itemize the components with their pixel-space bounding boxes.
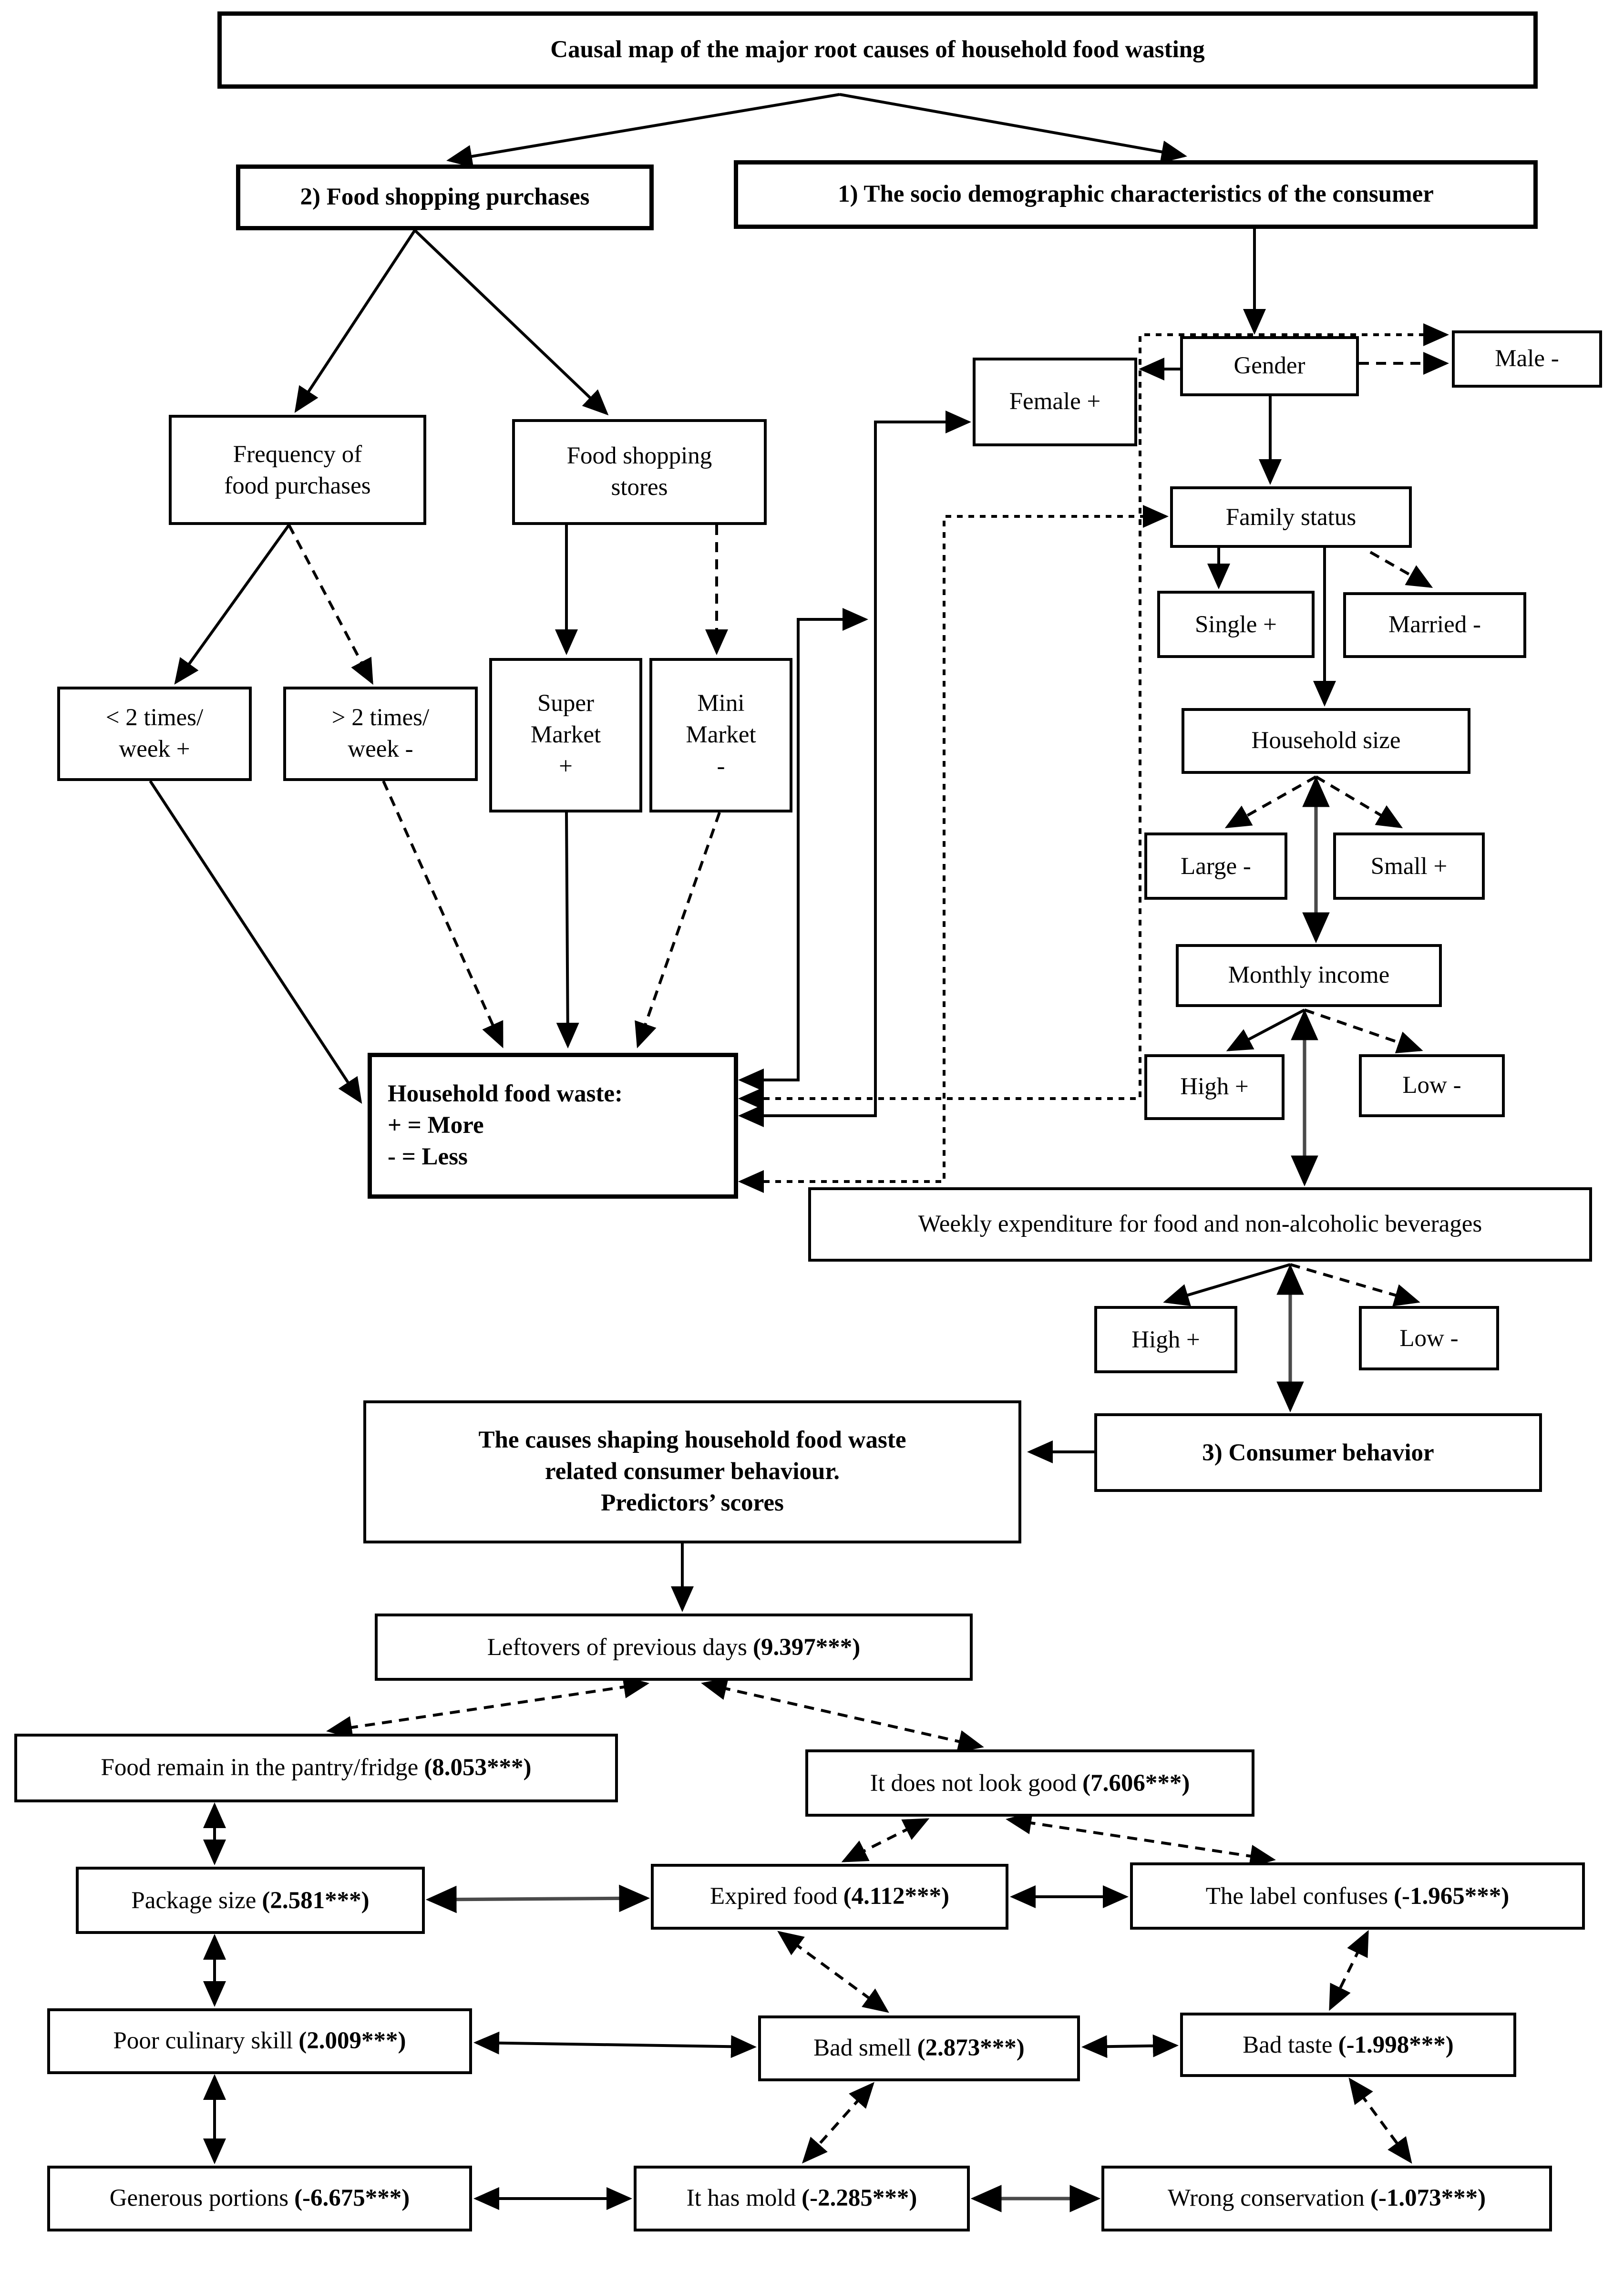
score-mold: (-2.285***)	[802, 2184, 917, 2212]
box-bad-taste: Bad taste(-1.998***)	[1180, 2013, 1516, 2077]
arrow-supermarket-to-hfw	[556, 812, 579, 1049]
box-income-high: High +	[1144, 1054, 1285, 1120]
box-monthly-income: Monthly income	[1176, 944, 1442, 1007]
box-generous-portions: Generous portions(-6.675***)	[47, 2166, 472, 2231]
box-married: Married -	[1343, 592, 1526, 658]
box-label-confuses: The label confuses(-1.965***)	[1130, 1862, 1585, 1930]
box-more-than-2-times-week: > 2 times/ week -	[283, 687, 478, 781]
arrow-female-hfw-elbow	[738, 410, 971, 1127]
score-wrongcons: (-1.073***)	[1370, 2184, 1486, 2212]
score-pantry: (8.053***)	[424, 1754, 532, 1781]
arrow-labelconfuses-badtaste	[1329, 1930, 1369, 2011]
box-food-remain-pantry: Food remain in the pantry/fridge(8.053**…	[14, 1734, 618, 1802]
box-package-size: Package size(2.581***)	[76, 1867, 425, 1934]
box-female: Female +	[973, 358, 1137, 446]
box-leftovers: Leftovers of previous days(9.397***)	[375, 1614, 973, 1681]
arrow-householdsize-to-small	[1315, 775, 1403, 829]
arrow-badsmell-badtaste	[1081, 2034, 1179, 2058]
arrow-leftovers-pantry	[326, 1676, 649, 1739]
box-mini-market: Mini Market -	[649, 658, 792, 812]
arrow-notgood-labelconfuses	[1006, 1811, 1276, 1868]
score-badtaste: (-1.998***)	[1338, 2030, 1454, 2058]
box-sociodemographic: 1) The socio demographic characteristics…	[734, 160, 1538, 229]
box-expenditure-low: Low -	[1359, 1306, 1499, 1370]
score-culinary: (2.009***)	[298, 2027, 406, 2055]
arrow-fsp-to-stores	[413, 229, 609, 416]
box-single: Single +	[1157, 591, 1315, 658]
arrow-frequency-to-lt2	[174, 524, 290, 685]
box-it-has-mold: It has mold(-2.285***)	[634, 2166, 970, 2231]
arrow-fsp-to-frequency	[294, 229, 416, 413]
box-bad-smell: Bad smell(2.873***)	[758, 2015, 1080, 2081]
score-package: (2.581***)	[262, 1886, 370, 1913]
score-notgood: (7.606***)	[1082, 1768, 1190, 1796]
arrow-weeklyexpenditure-to-high	[1163, 1263, 1291, 1306]
box-wrong-conservation: Wrong conservation(-1.073***)	[1101, 2166, 1552, 2231]
title-text: Causal map of the major root causes of h…	[550, 36, 1205, 63]
arrow-weeklyexpenditure-to-low	[1290, 1263, 1420, 1306]
arrow-title-to-sociodemographic	[839, 93, 1187, 164]
arrow-culinary-badsmell	[473, 2031, 757, 2058]
box-consumer-behavior: 3) Consumer behavior	[1094, 1413, 1542, 1492]
arrow-package-expired	[425, 1884, 650, 1913]
arrow-title-to-food-shopping	[446, 93, 840, 168]
box-does-not-look-good: It does not look good(7.606***)	[805, 1749, 1254, 1817]
arrow-notgood-expired	[841, 1818, 930, 1862]
arrow-leftovers-notgood	[701, 1677, 984, 1753]
box-food-shopping-purchases: 2) Food shopping purchases	[236, 164, 654, 230]
arrow-lt2-to-hfw	[149, 780, 362, 1104]
arrow-frequency-to-gt2	[288, 524, 373, 685]
box-gender: Gender	[1180, 336, 1359, 396]
box-less-than-2-times-week: < 2 times/ week +	[57, 687, 252, 781]
box-expenditure-high: High +	[1094, 1306, 1237, 1373]
box-poor-culinary-skill: Poor culinary skill(2.009***)	[47, 2008, 472, 2074]
box-male: Male -	[1452, 330, 1602, 388]
box-family-status: Family status	[1170, 486, 1412, 548]
score-generous: (-6.675***)	[294, 2184, 410, 2212]
box-frequency-of-purchases: Frequency of food purchases	[169, 415, 426, 525]
arrow-gt2-to-hfw	[382, 780, 504, 1049]
box-super-market: Super Market +	[489, 658, 642, 812]
arrow-minimarket-to-hfw	[635, 812, 721, 1049]
score-badsmell: (2.873***)	[917, 2034, 1025, 2062]
score-expired: (4.112***)	[843, 1882, 950, 1910]
box-weekly-expenditure: Weekly expenditure for food and non-alco…	[808, 1187, 1592, 1262]
arrow-expired-badsmell	[777, 1931, 889, 2013]
box-small: Small +	[1333, 833, 1485, 900]
box-expired-food: Expired food(4.112***)	[651, 1864, 1008, 1930]
box-title: Causal map of the major root causes of h…	[217, 11, 1538, 89]
box-household-food-waste: Household food waste: + = More - = Less	[368, 1053, 738, 1199]
arrow-badsmell-mold	[802, 2082, 874, 2164]
score-leftovers: (9.397***)	[753, 1633, 861, 1660]
arrow-monthlyincome-to-high	[1226, 1008, 1305, 1051]
box-income-low: Low -	[1359, 1054, 1505, 1117]
arrow-familystatus-hfw-elbow	[738, 504, 1169, 1193]
box-food-shopping-stores: Food shopping stores	[512, 419, 767, 525]
box-causes-shaping: The causes shaping household food waste …	[363, 1400, 1021, 1543]
score-labelconf: (-1.965***)	[1394, 1881, 1510, 1909]
arrow-householdsize-to-large	[1224, 775, 1317, 828]
arrow-monthlyincome-to-low	[1304, 1008, 1423, 1053]
arrow-hfw-join-elbow	[738, 607, 868, 1091]
box-household-size: Household size	[1182, 708, 1470, 774]
arrow-familystatus-to-married	[1369, 551, 1433, 588]
box-large: Large -	[1144, 833, 1287, 900]
arrow-badtaste-wrongconservation	[1348, 2077, 1412, 2164]
